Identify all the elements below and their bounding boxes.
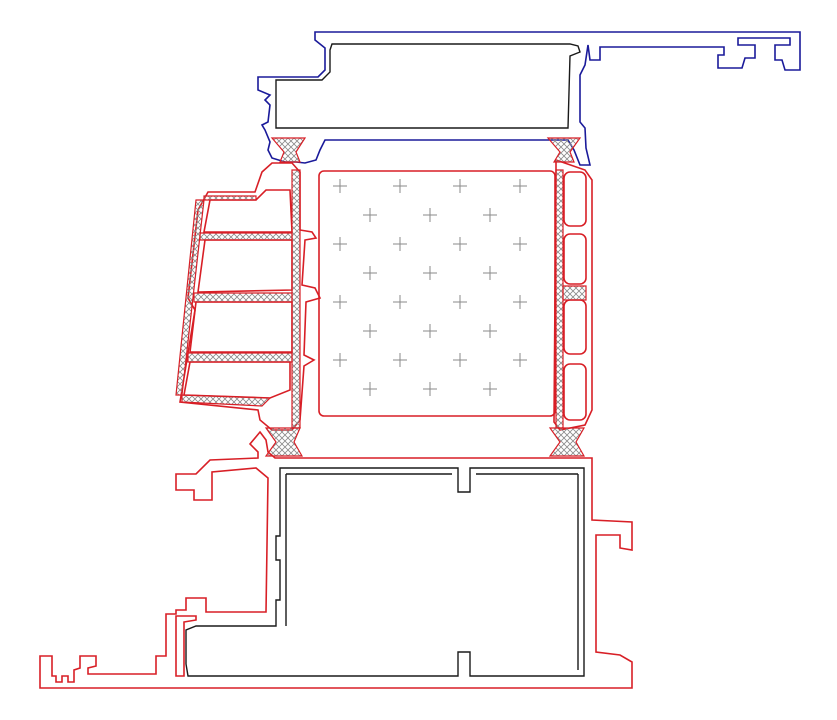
thermal-break-top-left (270, 137, 307, 163)
thermal-break-bead-mid-3 (187, 352, 293, 363)
right-bead-chamber-1 (563, 171, 587, 227)
glazing-plus-mark (393, 179, 407, 193)
glazing-plus-mark (363, 382, 377, 396)
thermal-break-strips (175, 137, 587, 457)
glazing-plus-mark (453, 179, 467, 193)
cover-profile (257, 31, 801, 166)
bottom-reinforcement-outline (185, 467, 585, 677)
thermal-break-bottom-left (264, 427, 304, 457)
bottom-frame-outline (39, 430, 633, 689)
glazing-plus-mark (513, 237, 527, 251)
glazing-plus-mark (393, 295, 407, 309)
glazing-plus-mark (453, 237, 467, 251)
glass-pane-outline (318, 170, 556, 417)
glazing-plus-mark (363, 324, 377, 338)
thermal-break-bead-left (175, 199, 205, 396)
left-bead-chamber-2 (197, 239, 293, 293)
glazing-plus-mark (333, 295, 347, 309)
thermal-break-bead-top (203, 195, 257, 201)
bottom-frame-inner-channel (175, 615, 197, 677)
thermal-break-bottom-right (548, 427, 586, 457)
glazing-plus-mark (333, 237, 347, 251)
thermal-break-left-vertical (291, 169, 301, 429)
glazing-plus-mark (483, 266, 497, 280)
glazing-plus-mark (363, 266, 377, 280)
right-bead-chamber-3 (563, 299, 587, 355)
glazing-plus-mark (453, 295, 467, 309)
thermal-break-bead-bottom (181, 394, 272, 407)
right-glazing-bead (553, 158, 593, 431)
glazing-plus-mark (333, 179, 347, 193)
glazing-plus-mark (393, 353, 407, 367)
top-reinforcement (275, 43, 581, 129)
glazing-plus-mark (483, 382, 497, 396)
right-bead-chamber-4 (563, 363, 587, 421)
glazing-plus-mark (423, 208, 437, 222)
thermal-break-right-wedge (562, 285, 587, 301)
glazing-infill (333, 179, 527, 396)
glazing-plus-mark (513, 295, 527, 309)
left-bead-chamber-3 (189, 301, 293, 353)
glazing-plus-mark (513, 179, 527, 193)
glazing-plus-mark (513, 353, 527, 367)
glazing-plus-mark (423, 324, 437, 338)
bottom-frame-profile (39, 430, 633, 689)
bottom-reinforcement-inner (285, 473, 579, 670)
glazing-plus-mark (423, 382, 437, 396)
thermal-break-top-right (546, 137, 582, 163)
glazing-plus-mark (423, 266, 437, 280)
thermal-break-bead-mid-1 (199, 232, 293, 241)
cover-profile-outline (257, 31, 801, 166)
glazing-plus-mark (453, 353, 467, 367)
thermal-break-bead-mid-2 (193, 292, 293, 303)
right-bead-chamber-2 (563, 233, 587, 285)
glazing-plus-mark (483, 324, 497, 338)
top-reinforcement-outline (275, 43, 581, 129)
glazing-plus-mark (393, 237, 407, 251)
glazing-plus-mark (483, 208, 497, 222)
bottom-reinforcement (185, 467, 585, 677)
glazing-plus-mark (363, 208, 377, 222)
left-bead-chamber-4 (183, 361, 291, 399)
thermal-break-right-vertical (555, 169, 564, 429)
glazing-plus-mark (333, 353, 347, 367)
